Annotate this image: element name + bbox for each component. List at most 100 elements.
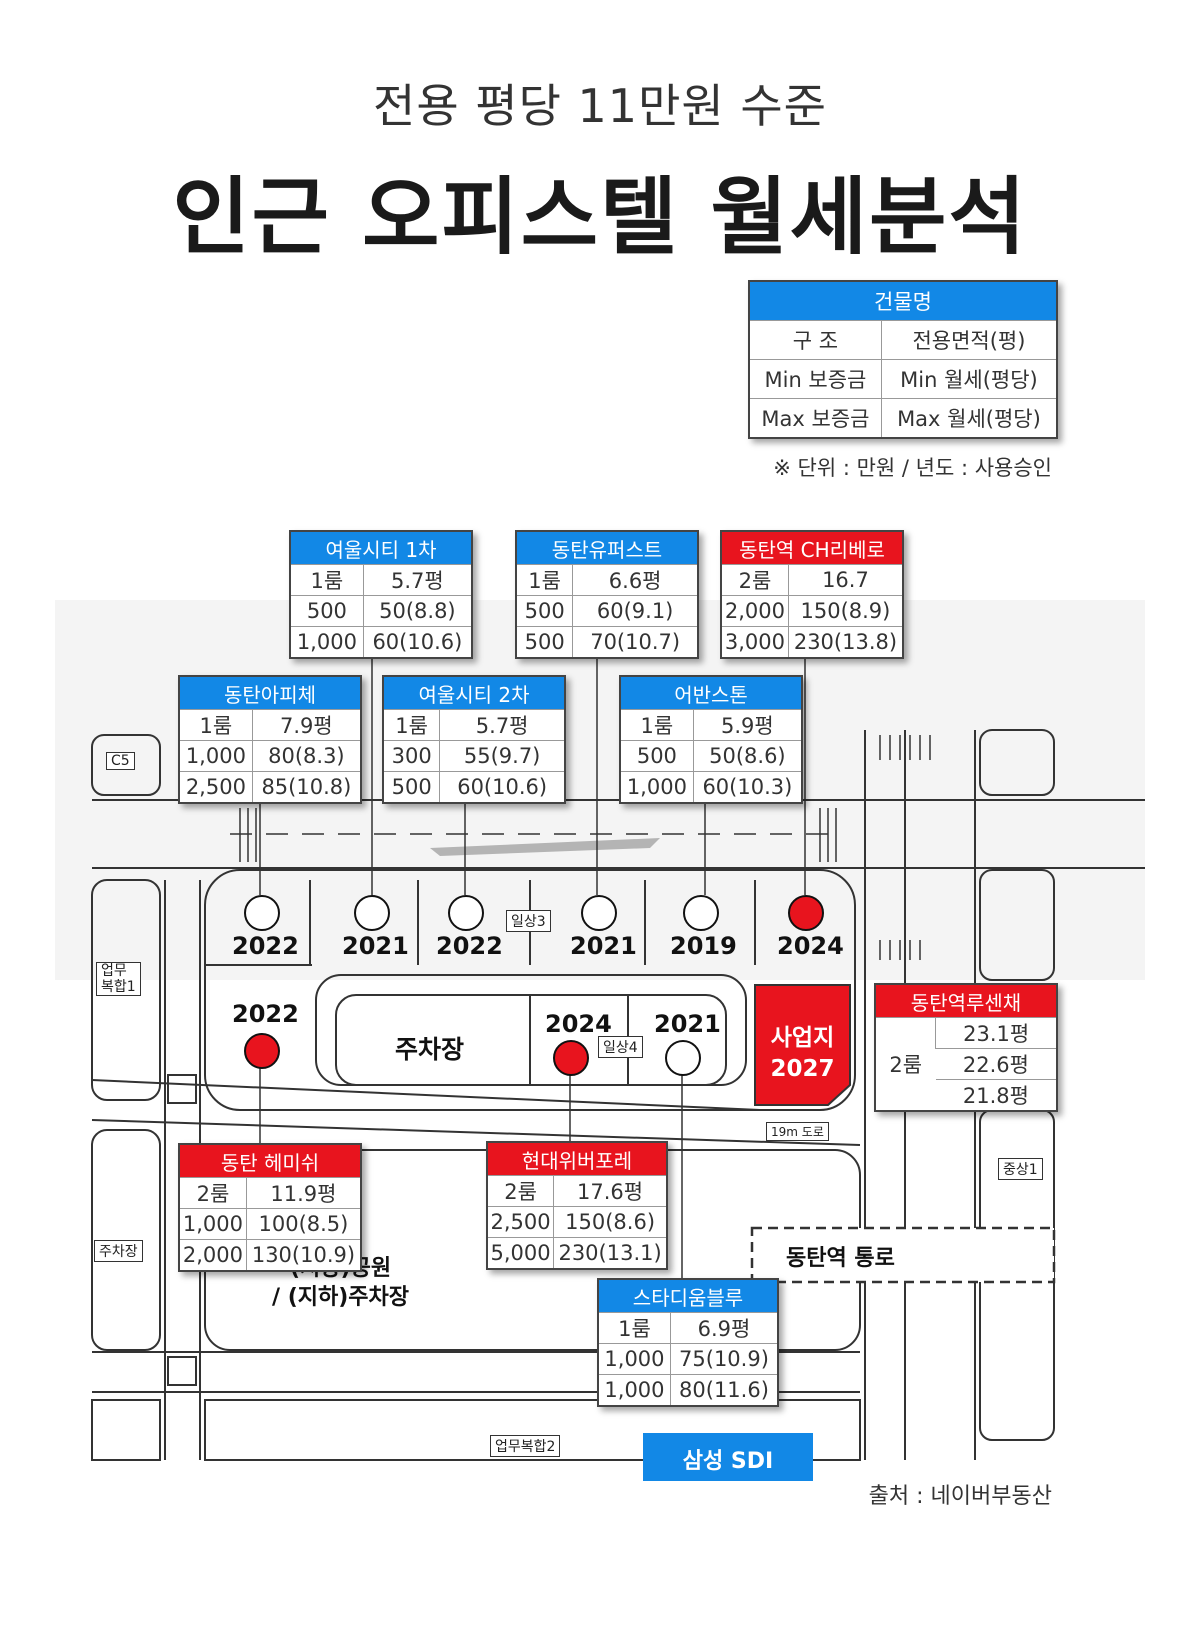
year-label: 2021 [570, 932, 637, 960]
park-label-2: / (지하)주차장 [272, 1285, 410, 1310]
station-passage-label: 동탄역 통로 [786, 1246, 895, 1271]
building-marker-new [788, 895, 824, 931]
info-cell: 17.6평 [553, 1175, 666, 1207]
samsung-sdi-label: 삼성 SDI [682, 1449, 774, 1474]
zone-label-parking: 주차장 [94, 1240, 143, 1262]
page-subtitle: 전용 평당 11만원 수준 [373, 79, 827, 133]
project-site-year: 2027 [770, 1056, 835, 1082]
building-name: 동탄 헤미쉬 [180, 1145, 360, 1178]
info-cell: 21.8평 [935, 1079, 1056, 1110]
info-cell: 7.9평 [251, 709, 360, 741]
unit-note: ※ 단위 : 만원 / 년도 : 사용승인 [773, 456, 1052, 480]
info-cell: 6.9평 [669, 1312, 777, 1344]
info-cell: 500 [291, 595, 364, 627]
info-cell: 5.7평 [439, 709, 564, 741]
info-cell: 500 [621, 740, 694, 772]
building-name: 여울시티 2차 [384, 677, 564, 710]
source-note: 출처 : 네이버부동산 [868, 1484, 1052, 1509]
info-cell: 230(13.8) [787, 626, 902, 657]
year-label: 2022 [436, 932, 503, 960]
info-cell: 1룸 [291, 564, 364, 596]
building-name: 스타디움블루 [599, 1280, 777, 1313]
legend-cell: 구 조 [750, 320, 882, 360]
info-cell: 70(10.7) [572, 626, 697, 657]
info-cell: 75(10.9) [669, 1343, 777, 1375]
year-label: 2022 [232, 932, 299, 960]
building-marker [683, 895, 719, 931]
info-cell: 500 [384, 771, 440, 802]
info-cell: 50(8.8) [362, 595, 471, 627]
legend-name-header: 건물명 [750, 282, 1056, 321]
info-cell: 1룸 [384, 709, 440, 741]
info-cell: 1룸 [180, 709, 253, 741]
samsung-sdi-box [643, 1433, 813, 1481]
parking-lot-label: 주차장 [395, 1035, 465, 1064]
legend-cell: Max 월세(평당) [880, 398, 1056, 437]
info-cell: 1,000 [291, 626, 364, 657]
building-marker [581, 895, 617, 931]
info-cell: 1,000 [180, 740, 253, 772]
year-label: 2021 [654, 1010, 721, 1038]
building-name: 현대위버포레 [488, 1143, 666, 1176]
info-cell: 230(13.1) [553, 1237, 666, 1268]
building-marker [448, 895, 484, 931]
info-cell: 150(8.9) [787, 595, 902, 627]
info-cell: 60(10.6) [362, 626, 471, 657]
zone-label-residential3: 일상3 [506, 910, 551, 932]
info-cell: 1룸 [621, 709, 694, 741]
info-cell: 16.7 [787, 564, 902, 596]
building-marker-new [244, 1033, 280, 1069]
building-name: 동탄아피체 [180, 677, 360, 710]
station-passage-box [750, 1226, 1056, 1284]
info-cell: 1룸 [599, 1312, 671, 1344]
info-cell: 50(8.6) [692, 740, 801, 772]
year-label: 2019 [670, 932, 737, 960]
info-cell: 500 [517, 626, 573, 657]
building-marker [354, 895, 390, 931]
building-marker [665, 1040, 701, 1076]
info-cell: 3,000 [722, 626, 789, 657]
info-cell: 130(10.9) [245, 1239, 360, 1270]
road-19m-label: 19m 도로 [766, 1122, 829, 1141]
zone-label-residential4: 일상4 [598, 1036, 643, 1058]
info-cell: 1,000 [621, 771, 694, 802]
info-cell: 5.9평 [692, 709, 801, 741]
info-cell: 1,000 [599, 1374, 671, 1405]
info-cell: 6.6평 [572, 564, 697, 596]
info-cell: 2,500 [488, 1206, 554, 1238]
info-cell: 2룸 [722, 564, 789, 596]
project-site-label: 사업지 [770, 1025, 835, 1051]
info-cell: 11.9평 [245, 1177, 360, 1209]
info-cell: 80(8.3) [251, 740, 360, 772]
year-label: 2022 [232, 1000, 299, 1028]
info-cell: 2룸 [876, 1017, 936, 1110]
info-cell: 55(9.7) [439, 740, 564, 772]
connector-lines [259, 650, 806, 1278]
info-cell: 60(10.3) [692, 771, 801, 802]
info-cell: 500 [517, 595, 573, 627]
building-marker-new [553, 1040, 589, 1076]
info-cell: 5.7평 [362, 564, 471, 596]
info-cell: 60(9.1) [572, 595, 697, 627]
info-cell: 1룸 [517, 564, 573, 596]
road-median [430, 838, 660, 856]
info-cell: 2룸 [180, 1177, 247, 1209]
info-cell: 80(11.6) [669, 1374, 777, 1405]
info-cell: 2룸 [488, 1175, 554, 1207]
page-title: 인근 오피스텔 월세분석 [172, 168, 1028, 266]
info-cell: 5,000 [488, 1237, 554, 1268]
info-cell: 85(10.8) [251, 771, 360, 802]
building-name: 동탄유퍼스트 [517, 532, 697, 565]
year-label: 2021 [342, 932, 409, 960]
info-cell: 300 [384, 740, 440, 772]
zone-label-jungsang1: 중상1 [998, 1158, 1043, 1180]
info-cell: 1,000 [180, 1208, 247, 1240]
